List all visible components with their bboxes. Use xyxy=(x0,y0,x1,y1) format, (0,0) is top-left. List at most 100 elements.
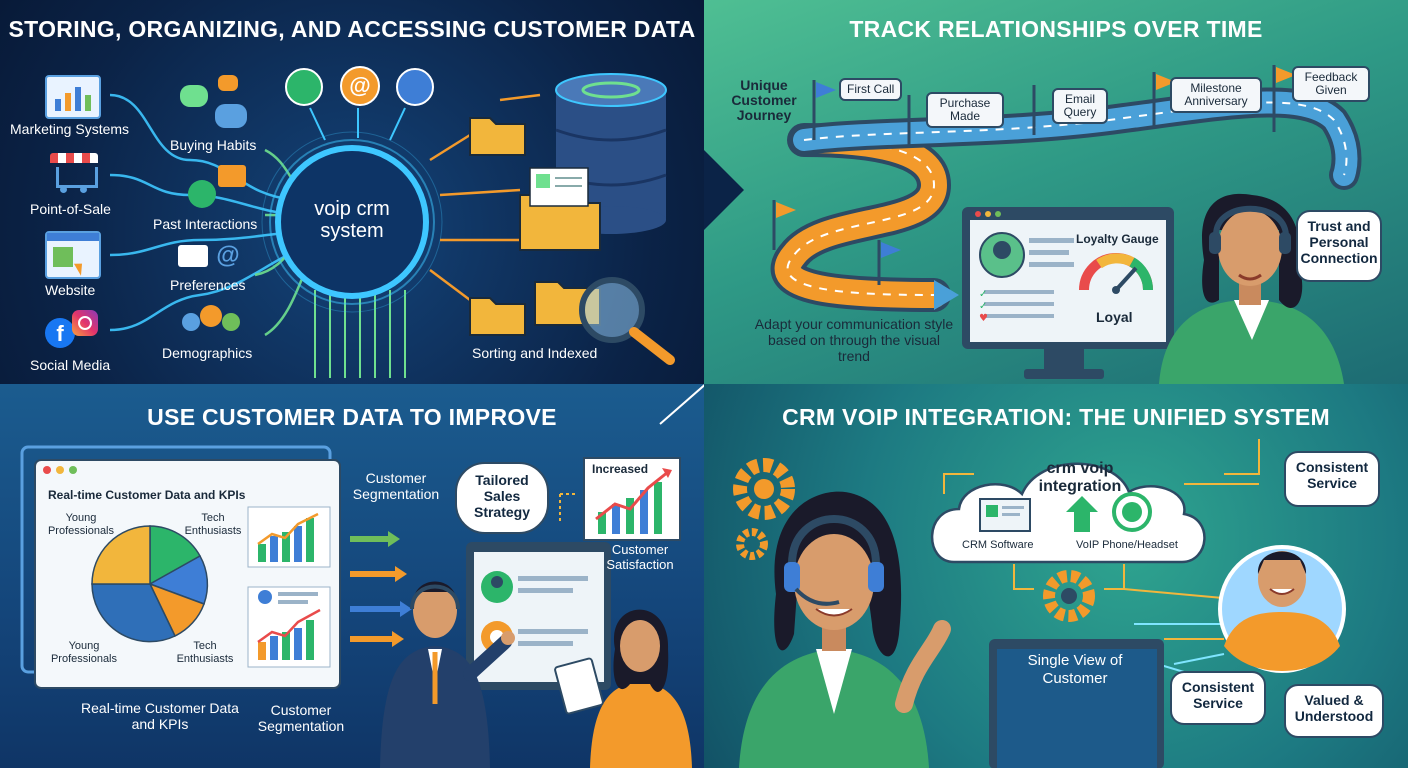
phone-icon xyxy=(285,68,323,106)
chat-icon xyxy=(218,75,238,91)
pie-label-young-professionals-top: Young Professionals xyxy=(47,512,115,537)
gear-icon xyxy=(1043,570,1095,622)
q3-graphics xyxy=(20,384,704,768)
type-buying-habits: Buying Habits xyxy=(170,137,257,153)
cloud-icon xyxy=(930,462,1206,564)
customer-avatar xyxy=(1218,545,1346,673)
gear-icon xyxy=(736,528,768,560)
single-view-label: Single View of Customer xyxy=(1027,652,1123,687)
hub-circuit-lines xyxy=(314,290,406,378)
magnifier-icon xyxy=(579,277,675,365)
q4-title: CRM VOIP INTEGRATION: THE UNIFIED SYSTEM xyxy=(782,404,1330,430)
pie-label-young-professionals-bottom: Young Professionals xyxy=(50,640,118,665)
bar-chart-icon xyxy=(257,512,319,562)
flag-icon xyxy=(1276,67,1296,83)
source-website: Website xyxy=(45,282,96,298)
email-icon xyxy=(178,245,208,267)
bottom-kpi-label: Real-time Customer Data and KPIs xyxy=(81,700,239,732)
source-marketing-systems: Marketing Systems xyxy=(10,121,130,137)
facebook-icon: f xyxy=(45,318,75,348)
milestone-anniversary: Milestone Anniversary xyxy=(1170,77,1262,113)
at-icon: @ xyxy=(216,242,240,269)
flag-icon xyxy=(776,202,796,218)
flag-poles xyxy=(772,65,1276,285)
source-point-of-sale: Point-of-Sale xyxy=(30,201,111,217)
segmentation-top-label: Customer Segmentation xyxy=(352,470,440,502)
pie-chart-icon xyxy=(91,525,209,643)
pie-label-tech-enthusiasts-top: Tech Enthusiasts xyxy=(184,512,242,537)
colleague-figure xyxy=(554,609,692,768)
gauge-icon xyxy=(1079,253,1154,294)
svg-text:♥: ♥ xyxy=(979,313,988,324)
bar-chart-icon xyxy=(257,608,321,660)
flag-icon xyxy=(816,82,836,98)
phone-icon xyxy=(188,180,216,208)
dashboard-title: Real-time Customer Data and KPIs xyxy=(48,488,246,502)
quadrant-storing-data: STORING, ORGANIZING, AND ACCESSING CUSTO… xyxy=(0,0,704,384)
valued-understood: Valued & Understood xyxy=(1284,684,1384,738)
voip-phone-label: VoIP Phone/Headset xyxy=(1076,539,1178,551)
type-demographics: Demographics xyxy=(162,345,253,361)
strategy-bubble: Tailored Sales Strategy xyxy=(455,462,549,534)
svg-text:✓: ✓ xyxy=(979,301,987,312)
flag-icon xyxy=(881,242,901,258)
quadrant-crm-voip: CRM VOIP INTEGRATION: THE UNIFIED SYSTEM… xyxy=(704,384,1408,768)
milestone-first-call: First Call xyxy=(839,78,903,101)
increased-label: Increased xyxy=(592,462,649,476)
source-social-media: Social Media xyxy=(30,357,111,373)
shopping-cart-icon xyxy=(50,153,98,193)
users-icon xyxy=(182,305,240,337)
type-past-interactions: Past Interactions xyxy=(153,216,258,232)
folder-icon xyxy=(469,117,601,336)
q1-graphics xyxy=(109,73,675,378)
presenter-figure xyxy=(380,581,515,768)
milestone-email-query: Email Query xyxy=(1052,88,1108,124)
milestone-purchase-made: Purchase Made xyxy=(926,92,1004,128)
q1-title: STORING, ORGANIZING, AND ACCESSING CUSTO… xyxy=(8,16,696,42)
q4-graphics xyxy=(733,439,1346,768)
q3-title: USE CUSTOMER DATA TO IMPROVE xyxy=(147,404,557,430)
website-icon xyxy=(45,231,101,279)
crm-software-label: CRM Software xyxy=(962,539,1034,551)
agent-figure xyxy=(739,491,951,768)
at-icon: @ xyxy=(340,66,380,106)
satisfaction-label: Customer Satisfaction xyxy=(606,542,674,572)
chat-icon xyxy=(215,104,247,128)
headset-icon xyxy=(1112,492,1152,532)
quadrant-use-data: USE CUSTOMER DATA TO IMPROVE Real-time C… xyxy=(0,384,704,768)
hub-label: voip crm system xyxy=(314,198,390,242)
users-icon xyxy=(396,68,434,106)
pie-label-tech-enthusiasts-bottom: Tech Enthusiasts xyxy=(176,640,234,665)
gear-icon xyxy=(733,458,795,520)
chat-icon xyxy=(180,85,208,107)
q4-connectors xyxy=(943,439,1260,640)
consistent-service-top: Consistent Service xyxy=(1284,451,1380,507)
adapt-text: Adapt your communication style based on … xyxy=(754,316,954,364)
email-icon xyxy=(218,165,246,187)
type-preferences: Preferences xyxy=(170,277,246,293)
agent-figure xyxy=(1159,193,1344,384)
q1-source-connectors xyxy=(109,93,301,332)
q2-title: TRACK RELATIONSHIPS OVER TIME xyxy=(849,16,1263,42)
flow-arrows xyxy=(350,536,400,642)
gauge-title: Loyalty Gauge xyxy=(1076,232,1159,246)
storage-arrows xyxy=(429,93,541,301)
bar-chart-icon xyxy=(595,468,672,534)
bottom-segmentation-label: Customer Segmentation xyxy=(257,702,345,734)
quadrant-track-relationships: ✓ ✓ ♥ xyxy=(704,0,1408,384)
trust-bubble: Trust and Personal Connection xyxy=(1296,210,1382,282)
flag-icon xyxy=(1156,74,1176,90)
loyalty-monitor: ✓ ✓ ♥ xyxy=(962,207,1174,379)
single-view-monitor xyxy=(989,639,1164,768)
hub-ring xyxy=(275,145,429,299)
svg-text:✓: ✓ xyxy=(979,289,987,300)
cloud-title: crm voip integration xyxy=(1038,460,1122,495)
up-arrow-icon xyxy=(1066,496,1098,532)
consistent-service-bottom: Consistent Service xyxy=(1170,671,1266,725)
milestone-feedback-given: Feedback Given xyxy=(1292,66,1370,102)
instagram-icon xyxy=(72,310,98,336)
marketing-systems-icon xyxy=(45,75,101,119)
gauge-value: Loyal xyxy=(1096,309,1133,325)
q2-graphics: ✓ ✓ ♥ xyxy=(704,65,1362,384)
